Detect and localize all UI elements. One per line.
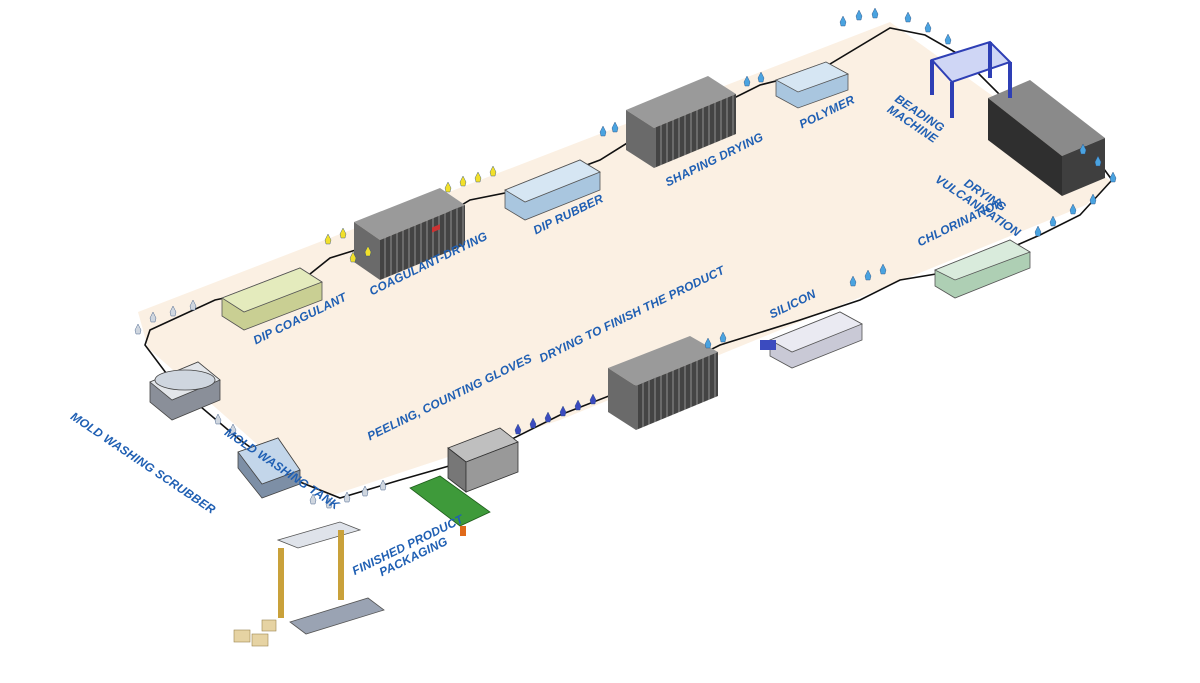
shaping-drying-oven xyxy=(626,76,736,168)
glove-mold xyxy=(611,121,619,133)
glove-mold xyxy=(924,21,932,33)
glove-mold xyxy=(1069,203,1077,215)
beading-machine xyxy=(930,40,1012,118)
glove-mold xyxy=(514,423,522,435)
glove-mold xyxy=(379,479,387,491)
glove-mold xyxy=(169,305,177,317)
glove-mold xyxy=(214,413,222,425)
glove-mold xyxy=(864,269,872,281)
glove-mold xyxy=(189,299,197,311)
glove-mold xyxy=(364,245,372,257)
glove-mold xyxy=(459,175,467,187)
glove-mold xyxy=(704,337,712,349)
glove-mold xyxy=(574,399,582,411)
glove-mold xyxy=(855,9,863,21)
drying-finish-oven xyxy=(608,336,718,430)
glove-mold xyxy=(1049,215,1057,227)
glove-mold xyxy=(361,485,369,497)
glove-mold xyxy=(349,251,357,263)
glove-mold xyxy=(839,15,847,27)
mold-washing-tank xyxy=(237,437,301,499)
glove-mold xyxy=(1109,171,1117,183)
glove-mold xyxy=(1079,143,1087,155)
glove-mold xyxy=(309,493,317,505)
peeling-counting-machine xyxy=(447,427,519,493)
glove-mold xyxy=(544,411,552,423)
dip-rubber-tank xyxy=(504,159,601,221)
glove-mold xyxy=(149,311,157,323)
mold-washing-scrubber xyxy=(149,361,221,421)
glove-mold xyxy=(1089,193,1097,205)
output-conveyor xyxy=(409,475,491,536)
glove-mold xyxy=(134,323,142,335)
packaging-machine xyxy=(233,521,385,647)
chlorination-tank xyxy=(934,239,1031,299)
glove-molds xyxy=(134,7,1117,509)
glove-mold xyxy=(529,417,537,429)
dip-coagulant-tank xyxy=(221,267,323,331)
glove-mold xyxy=(589,393,597,405)
glove-mold xyxy=(474,171,482,183)
glove-mold xyxy=(757,71,765,83)
glove-mold xyxy=(599,125,607,137)
glove-mold xyxy=(944,33,952,45)
glove-mold xyxy=(343,491,351,503)
glove-mold xyxy=(559,405,567,417)
glove-mold xyxy=(229,423,237,435)
silicon-tank xyxy=(760,311,863,369)
glove-mold xyxy=(489,165,497,177)
glove-mold xyxy=(849,275,857,287)
glove-mold xyxy=(719,331,727,343)
glove-mold xyxy=(1094,155,1102,167)
factory-floor xyxy=(138,22,1112,496)
polymer-tank xyxy=(775,61,849,109)
drying-vulcanization-oven xyxy=(988,80,1105,196)
glove-mold xyxy=(325,497,333,509)
glove-mold xyxy=(743,75,751,87)
glove-mold xyxy=(444,181,452,193)
glove-mold xyxy=(879,263,887,275)
glove-mold xyxy=(324,233,332,245)
glove-mold xyxy=(339,227,347,239)
glove-mold xyxy=(1034,225,1042,237)
glove-mold xyxy=(904,11,912,23)
glove-mold xyxy=(871,7,879,19)
